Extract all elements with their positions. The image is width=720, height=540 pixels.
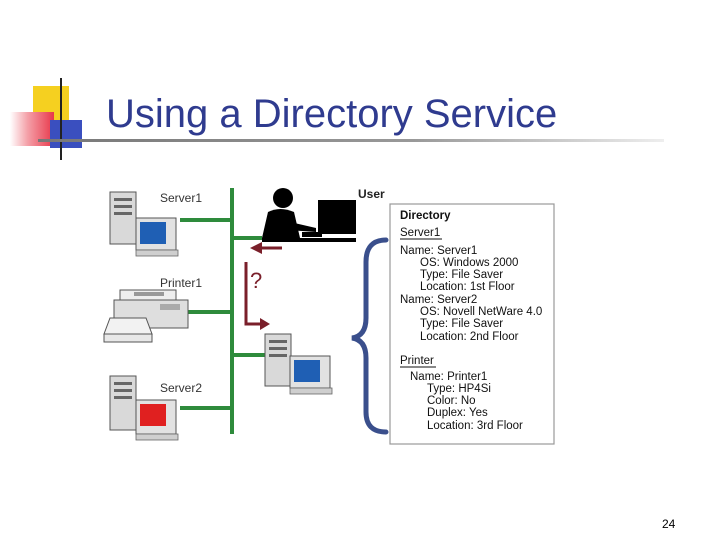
server1-icon <box>109 191 179 257</box>
server2-type: Type: File Saver <box>420 318 503 330</box>
server1-label: Server1 <box>160 191 202 205</box>
server2-icon <box>109 375 179 441</box>
server2-location: Location: 2nd Floor <box>420 331 519 343</box>
user-label: User <box>358 187 385 201</box>
directory-brace <box>351 237 389 435</box>
printer1-color: Color: No <box>427 395 476 407</box>
directory-box <box>389 203 555 445</box>
server2-os: OS: Novell NetWare 4.0 <box>420 306 542 318</box>
slide-title: Using a Directory Service <box>106 92 558 136</box>
server2-name: Name: Server2 <box>400 294 477 306</box>
server2-label: Server2 <box>160 381 202 395</box>
deco-blue-square <box>50 120 82 148</box>
directory-title: Directory <box>400 210 451 222</box>
printer1-name: Name: Printer1 <box>410 371 487 383</box>
server1-location: Location: 1st Floor <box>420 281 515 293</box>
title-underline <box>38 139 664 142</box>
network-lines <box>180 188 265 434</box>
printer1-label: Printer1 <box>160 276 202 290</box>
page-number: 24 <box>662 517 676 531</box>
arrow-response-head <box>260 318 270 330</box>
deco-vertical-line <box>60 78 62 160</box>
printer1-type: Type: HP4Si <box>427 383 491 395</box>
question-mark: ? <box>250 268 262 293</box>
printer1-icon <box>103 289 189 343</box>
arrow-response <box>244 262 262 326</box>
server1-name: Name: Server1 <box>400 245 477 257</box>
arrow-request-head <box>250 242 262 254</box>
user-silhouette <box>262 188 356 242</box>
printer1-location: Location: 3rd Floor <box>427 420 523 432</box>
printer-heading: Printer <box>400 355 434 367</box>
directory-server-icon <box>264 333 333 395</box>
server-heading: Server1 <box>400 227 440 239</box>
server1-os: OS: Windows 2000 <box>420 257 518 269</box>
server1-type: Type: File Saver <box>420 269 503 281</box>
printer1-duplex: Duplex: Yes <box>427 407 488 419</box>
